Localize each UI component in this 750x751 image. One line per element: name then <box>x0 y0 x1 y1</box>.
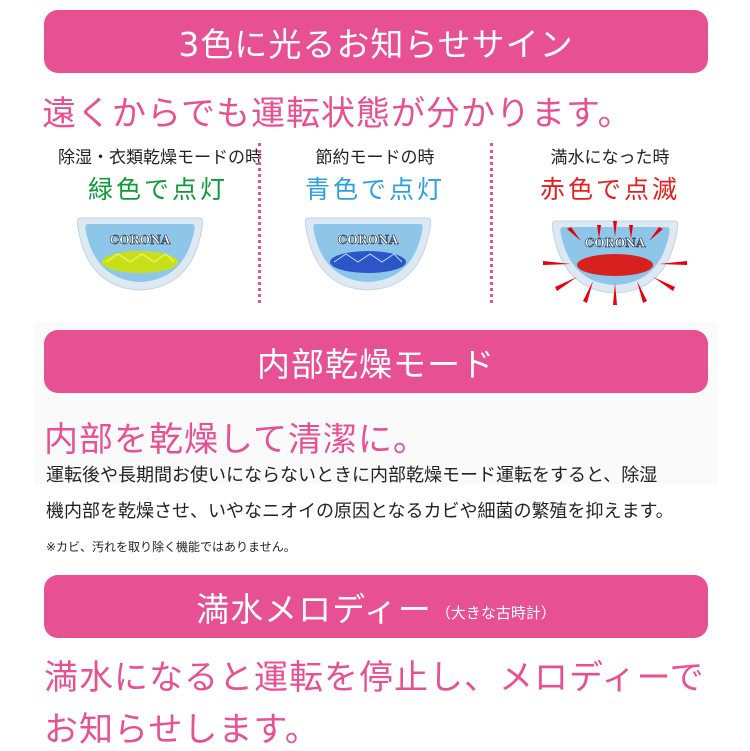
mode-green: 除湿・衣類乾燥モードの時 緑色で点灯 <box>58 143 262 206</box>
section2-note: ※カビ、汚れを取り除く機能ではありません。 <box>46 540 296 554</box>
mode-state: 青色で点灯 <box>304 175 445 204</box>
section1-lead: 遠くからでも運転状態が分かります。 <box>42 94 633 134</box>
section3-lead-line1: 満水になると運転を停止し、メロディーで <box>44 658 705 698</box>
section1-banner-title: 3色に光るお知らせサイン <box>178 24 574 64</box>
section2-banner-title: 内部乾燥モード <box>257 344 495 384</box>
section3-lead-line2: お知らせします。 <box>44 710 320 750</box>
blue-lamp-icon: CORONA <box>304 217 432 291</box>
dotted-divider <box>490 143 493 303</box>
section3-banner-sub: （大きな古時計） <box>435 604 556 622</box>
section2-body: 運転後や長期間お使いにならないときに内部乾燥モード運転をすると、除湿 機内部を乾… <box>46 458 674 530</box>
mode-red: 満水になった時 赤色で点滅 <box>510 143 710 206</box>
section1-banner: 3色に光るお知らせサイン <box>44 10 708 73</box>
mode-caption: 節約モードの時 <box>315 148 435 168</box>
red-lamp-icon: CORONA <box>543 220 687 305</box>
body-line: 運転後や長期間お使いにならないときに内部乾燥モード運転をすると、除湿 <box>46 465 658 486</box>
mode-state: 赤色で点滅 <box>539 175 680 204</box>
mode-caption: 除湿・衣類乾燥モードの時 <box>58 148 262 168</box>
svg-text:CORONA: CORONA <box>585 236 646 250</box>
section2-lead: 内部を乾燥して清潔に。 <box>44 420 428 460</box>
green-lamp-icon: CORONA <box>76 217 204 291</box>
mode-state: 緑色で点灯 <box>87 175 228 204</box>
mode-blue: 節約モードの時 青色で点灯 <box>275 143 475 206</box>
section3-banner-title: 満水メロディー <box>196 589 432 629</box>
svg-text:CORONA: CORONA <box>110 233 171 247</box>
body-line: 機内部を乾燥させ、いやなニオイの原因となるカビや細菌の繁殖を抑えます。 <box>46 501 674 522</box>
mode-caption: 満水になった時 <box>550 148 670 168</box>
svg-text:CORONA: CORONA <box>338 233 399 247</box>
section2-banner: 内部乾燥モード <box>44 330 708 393</box>
section3-banner: 満水メロディー（大きな古時計） <box>44 575 708 638</box>
dotted-divider <box>258 143 261 303</box>
